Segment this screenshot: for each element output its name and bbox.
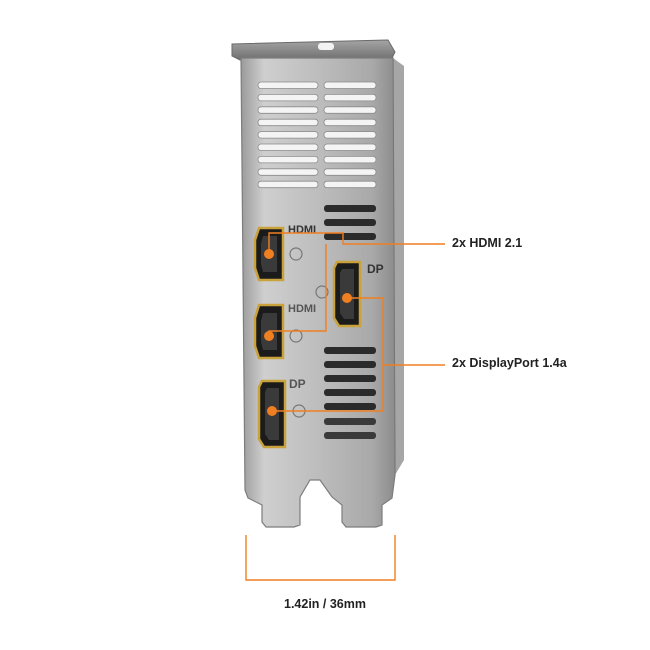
vent-slot [257, 168, 319, 176]
callout-dots [264, 249, 352, 416]
hdmi-label-bottom: HDMI [288, 303, 316, 315]
callout-lines [245, 232, 445, 581]
vent-slot [323, 168, 377, 176]
ventilation-slots [257, 81, 377, 189]
vent-slot [323, 180, 377, 189]
vent-slot [257, 131, 319, 139]
ventilation-slots-lower [324, 205, 376, 439]
bracket-width-label: 1.42in / 36mm [284, 597, 366, 611]
vent-slot [323, 106, 377, 114]
dp-label-right: DP [367, 262, 384, 276]
vent-slot [323, 81, 377, 89]
vent-slot [323, 143, 377, 151]
dp-label-bottom: DP [289, 377, 306, 391]
vent-slot [257, 94, 319, 102]
mounting-tab [231, 39, 396, 61]
vent-slot [257, 118, 319, 127]
vent-slot [257, 106, 319, 114]
displayport-callout-label: 2x DisplayPort 1.4a [452, 356, 567, 370]
vent-slot [323, 155, 377, 164]
bracket-plate [240, 57, 396, 528]
vent-slot [257, 155, 319, 164]
hdmi-callout-label: 2x HDMI 2.1 [452, 236, 523, 250]
hdmi-label-top: HDMI [288, 224, 316, 236]
vent-slot [257, 143, 319, 151]
vent-slot [323, 118, 377, 127]
vent-slot [323, 94, 377, 102]
vent-slot [257, 81, 319, 89]
vent-slot [257, 180, 319, 189]
vent-slot [323, 131, 377, 139]
